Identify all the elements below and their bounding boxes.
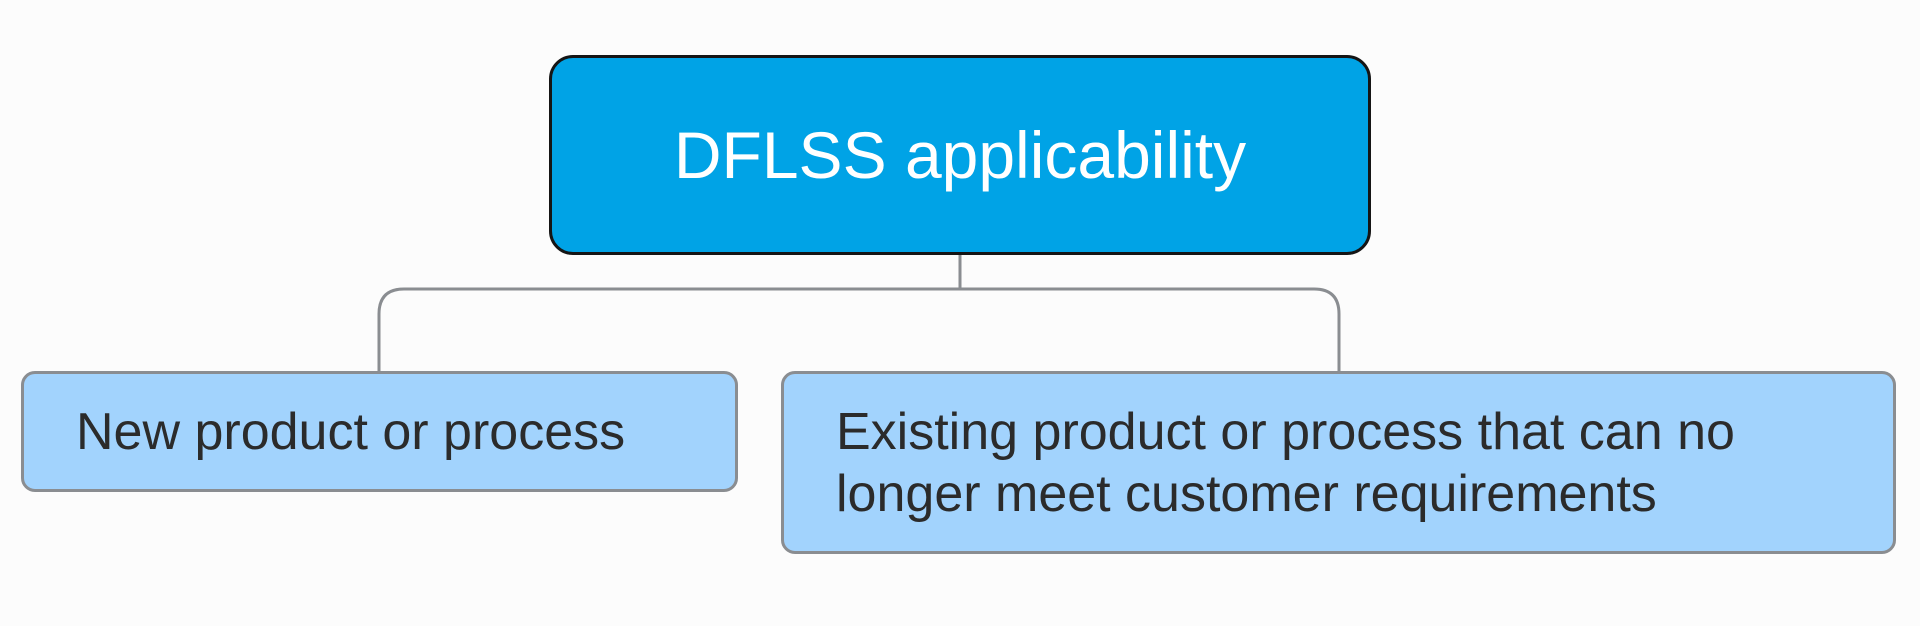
child-node-existing-product: Existing product or process that can no … [781,371,1896,554]
child-node-label: Existing product or process that can no … [836,402,1735,523]
root-node-label: DFLSS applicability [673,118,1247,192]
child-node-new-product: New product or process [21,371,738,492]
root-node: DFLSS applicability [549,55,1371,255]
connector-branch [377,287,1341,371]
child-node-label: New product or process [76,402,626,461]
